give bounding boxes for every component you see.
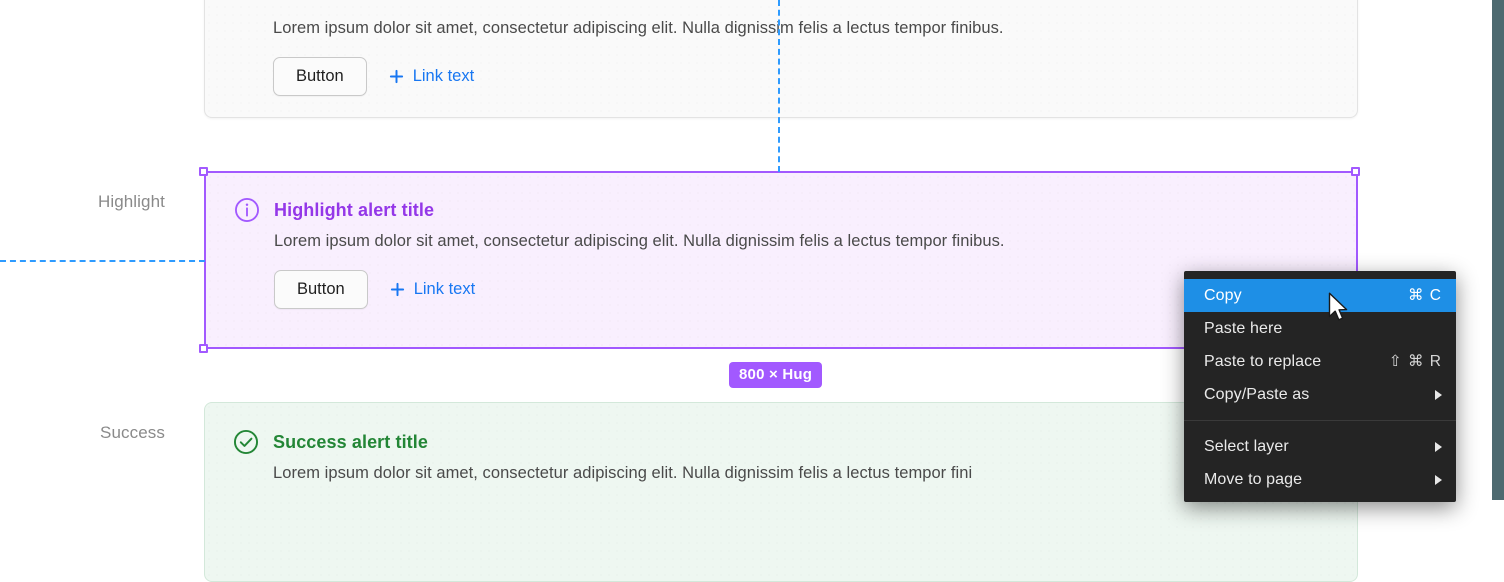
info-circle-icon [235,198,259,222]
alert-actions: Button Link text [273,57,1329,96]
menu-separator [1184,420,1456,421]
alert-header: Success alert title [233,429,1329,455]
plus-icon [390,282,404,297]
alert-link-label: Link text [413,279,476,298]
chevron-right-icon [1435,474,1442,485]
guide-line-horizontal [0,260,205,262]
alert-button[interactable]: Button [274,270,368,309]
context-menu-item-move-to-page[interactable]: Move to page [1184,463,1456,496]
menu-item-label: Move to page [1204,470,1303,488]
selection-handle-bottom-left[interactable] [199,344,208,353]
size-badge: 800 × Hug [729,362,823,388]
menu-item-shortcut: ⌘ C [1408,287,1442,304]
row-label-success: Success [100,423,165,442]
row-label-highlight: Highlight [97,192,165,211]
context-menu-item-select-layer[interactable]: Select layer [1184,430,1456,463]
menu-item-label: Paste here [1204,319,1283,337]
menu-item-label: Copy/Paste as [1204,385,1310,403]
selection-handle-top-right[interactable] [1351,167,1360,176]
alert-body-text: Lorem ipsum dolor sit amet, consectetur … [273,19,1004,37]
menu-item-label: Select layer [1204,437,1289,455]
context-menu-item-copy-paste-as[interactable]: Copy/Paste as [1184,378,1456,411]
menu-item-shortcut: ⇧ ⌘ R [1388,353,1442,370]
context-menu-item-paste-here[interactable]: Paste here [1184,312,1456,345]
alert-button[interactable]: Button [273,57,367,96]
alert-body-text: Lorem ipsum dolor sit amet, consectetur … [274,232,1005,250]
context-menu-item-copy[interactable]: Copy ⌘ C [1184,279,1456,312]
guide-line-vertical [778,0,780,172]
alert-card-default[interactable]: Lorem ipsum dolor sit amet, consectetur … [204,0,1358,118]
alert-body-text: Lorem ipsum dolor sit amet, consectetur … [273,464,973,482]
chevron-right-icon [1435,389,1442,400]
chevron-right-icon [1435,441,1442,452]
check-circle-icon [233,429,259,455]
alert-header: Highlight alert title [234,197,1328,223]
plus-icon [389,69,403,84]
menu-item-label: Paste to replace [1204,352,1322,370]
context-menu[interactable]: Copy ⌘ C Paste here Paste to replace ⇧ ⌘… [1184,271,1456,502]
alert-title: Highlight alert title [274,199,435,220]
alert-link[interactable]: Link text [389,67,474,86]
selection-handle-top-left[interactable] [199,167,208,176]
alert-link[interactable]: Link text [390,280,475,299]
menu-item-label: Copy [1204,286,1242,304]
alert-title: Success alert title [273,431,428,452]
app-chrome-right-strip [1492,0,1504,500]
alert-actions: Button Link text [274,270,1328,309]
alert-link-label: Link text [412,66,475,85]
context-menu-item-paste-to-replace[interactable]: Paste to replace ⇧ ⌘ R [1184,345,1456,378]
